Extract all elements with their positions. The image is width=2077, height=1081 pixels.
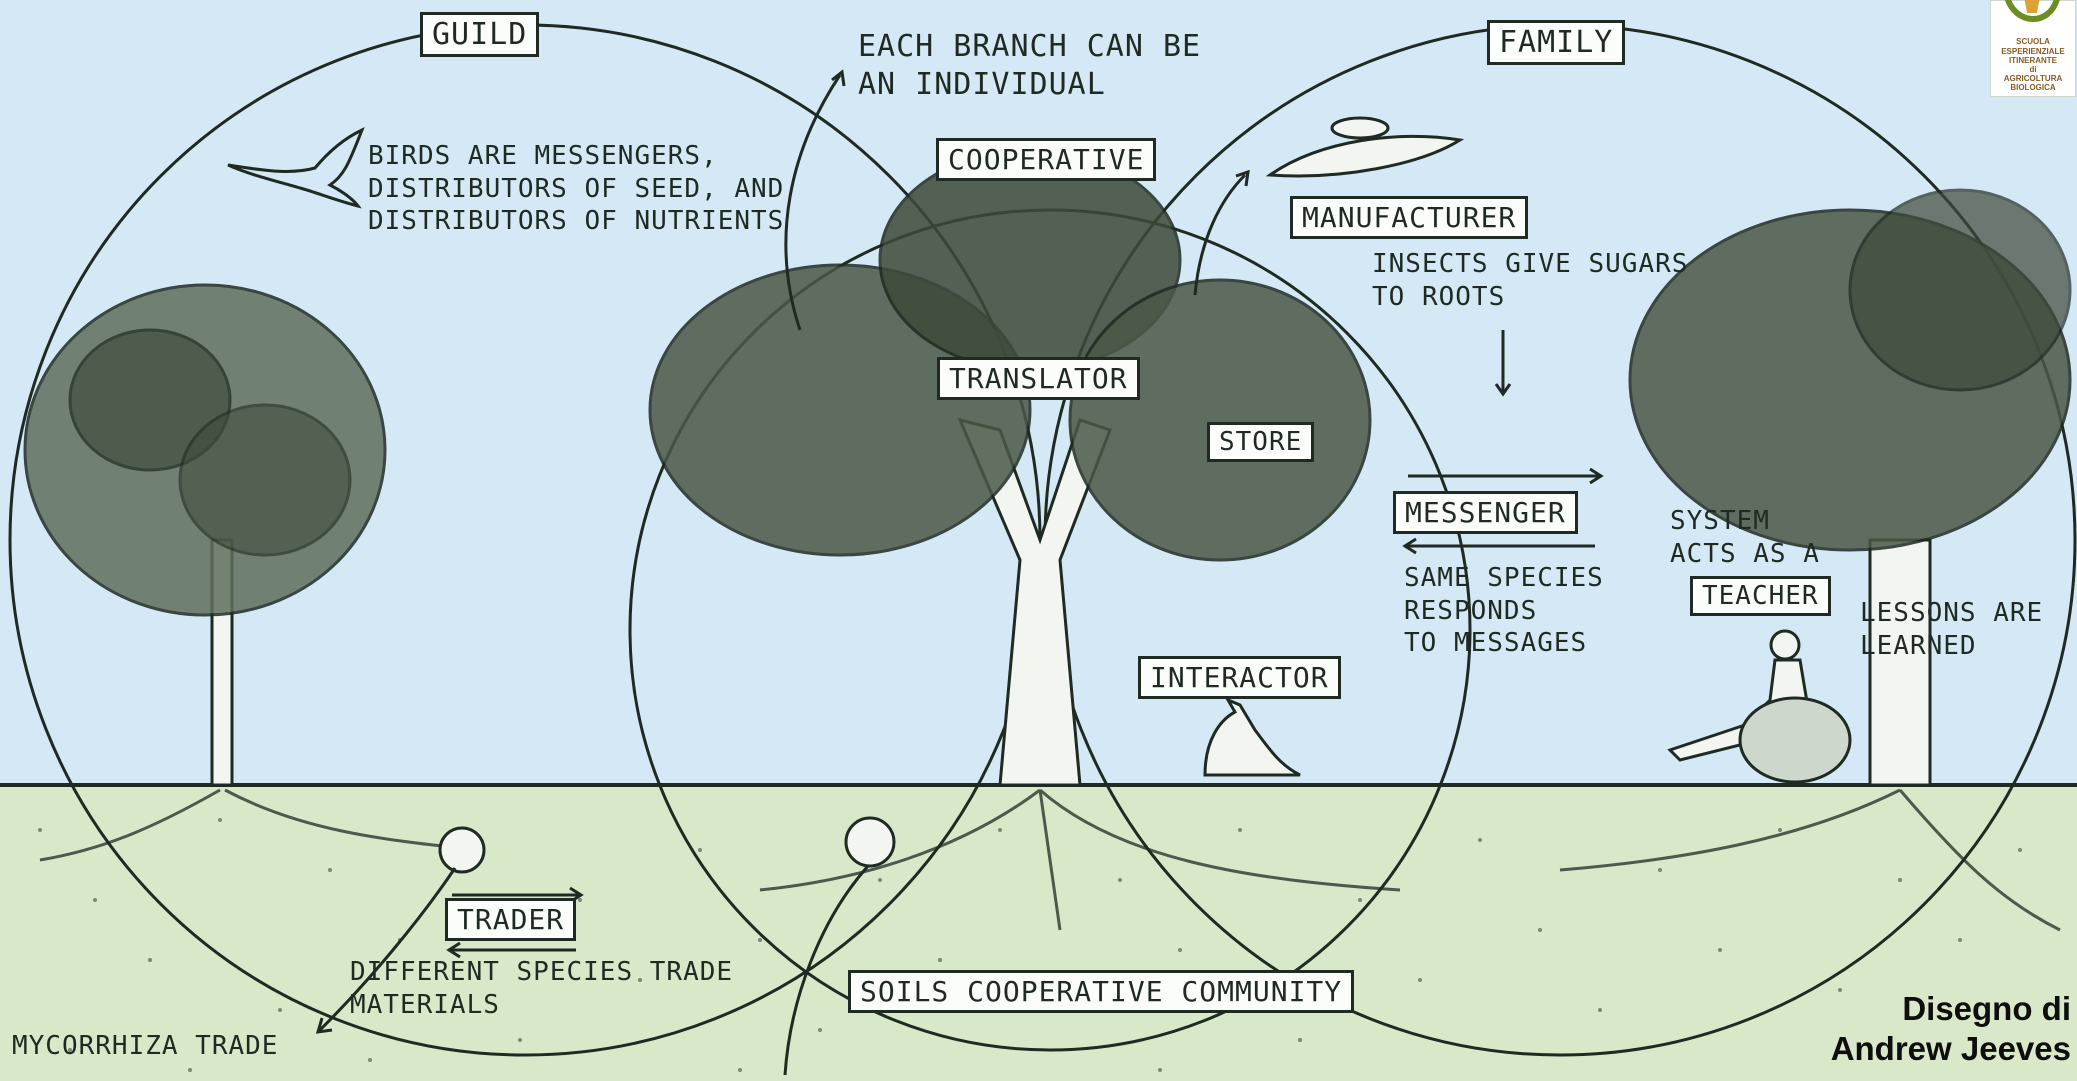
logo-text-6: BIOLOGICA xyxy=(2010,83,2056,92)
left-tree xyxy=(23,283,387,787)
right-tree-trunk xyxy=(1868,538,1932,787)
logo-text-5: AGRICOLTURA xyxy=(2003,74,2063,83)
label-soils-cooperative-community: SOILS COOPERATIVE COMMUNITY xyxy=(848,970,1355,1013)
arrow-manufacturer xyxy=(1193,173,1247,296)
label-store: STORE xyxy=(1207,422,1315,462)
kangaroo xyxy=(1203,696,1301,777)
seated-person xyxy=(1667,629,1852,784)
label-guild: GUILD xyxy=(420,12,540,57)
leaf-with-insect xyxy=(1265,116,1465,178)
right-tree xyxy=(1628,188,2072,787)
label-interactor: INTERACTOR xyxy=(1138,656,1341,699)
arrows xyxy=(315,69,1604,1076)
arrow-root xyxy=(783,865,870,1076)
logo-emblem xyxy=(2004,0,2060,22)
soil-background xyxy=(0,785,2077,1081)
label-trader: TRADER xyxy=(445,898,577,941)
logo-text-3: ITINERANTE xyxy=(2009,56,2057,65)
label-translator: TRANSLATOR xyxy=(937,357,1140,400)
flying-bird xyxy=(227,127,365,209)
note-insects: INSECTS GIVE SUGARS TO ROOTS xyxy=(1372,249,1689,312)
credit-line-2: Andrew Jeeves xyxy=(1830,1030,2071,1067)
mycorrhiza-node-left xyxy=(438,826,486,874)
logo-text-4: di xyxy=(2029,65,2037,74)
note-birds: BIRDS ARE MESSENGERS, DISTRIBUTORS OF SE… xyxy=(368,141,785,236)
note-each-branch: EACH BRANCH CAN BE AN INDIVIDUAL xyxy=(858,29,1202,102)
label-family: FAMILY xyxy=(1487,20,1626,65)
mycorrhiza-node-center xyxy=(844,816,896,868)
school-logo: SCUOLA ESPERIENZIALE ITINERANTE di AGRIC… xyxy=(1990,0,2076,97)
soil-texture xyxy=(38,818,2022,1072)
note-different-species: DIFFERENT SPECIES TRADE MATERIALS xyxy=(350,957,734,1020)
arrow-mycorrhiza xyxy=(318,867,457,1032)
note-same-species: SAME SPECIES RESPONDS TO MESSAGES xyxy=(1404,563,1604,658)
note-mycorrhiza: MYCORRHIZA TRADE xyxy=(12,1031,279,1061)
center-tree xyxy=(648,148,1372,787)
credit-line-1: Disegno di xyxy=(1902,990,2071,1027)
arrow-branch xyxy=(784,74,842,331)
label-messenger: MESSENGER xyxy=(1393,491,1578,534)
label-teacher: TEACHER xyxy=(1690,576,1831,616)
center-tree-canopy-right xyxy=(1068,278,1372,562)
label-cooperative: COOPERATIVE xyxy=(936,138,1157,181)
logo-text-1: SCUOLA xyxy=(2016,37,2050,46)
note-lessons: LESSONS ARE LEARNED xyxy=(1860,598,2044,661)
label-manufacturer: MANUFACTURER xyxy=(1290,196,1529,239)
note-system-acts: SYSTEM ACTS AS A xyxy=(1670,506,1820,569)
logo-text-2: ESPERIENZIALE xyxy=(2001,47,2065,56)
